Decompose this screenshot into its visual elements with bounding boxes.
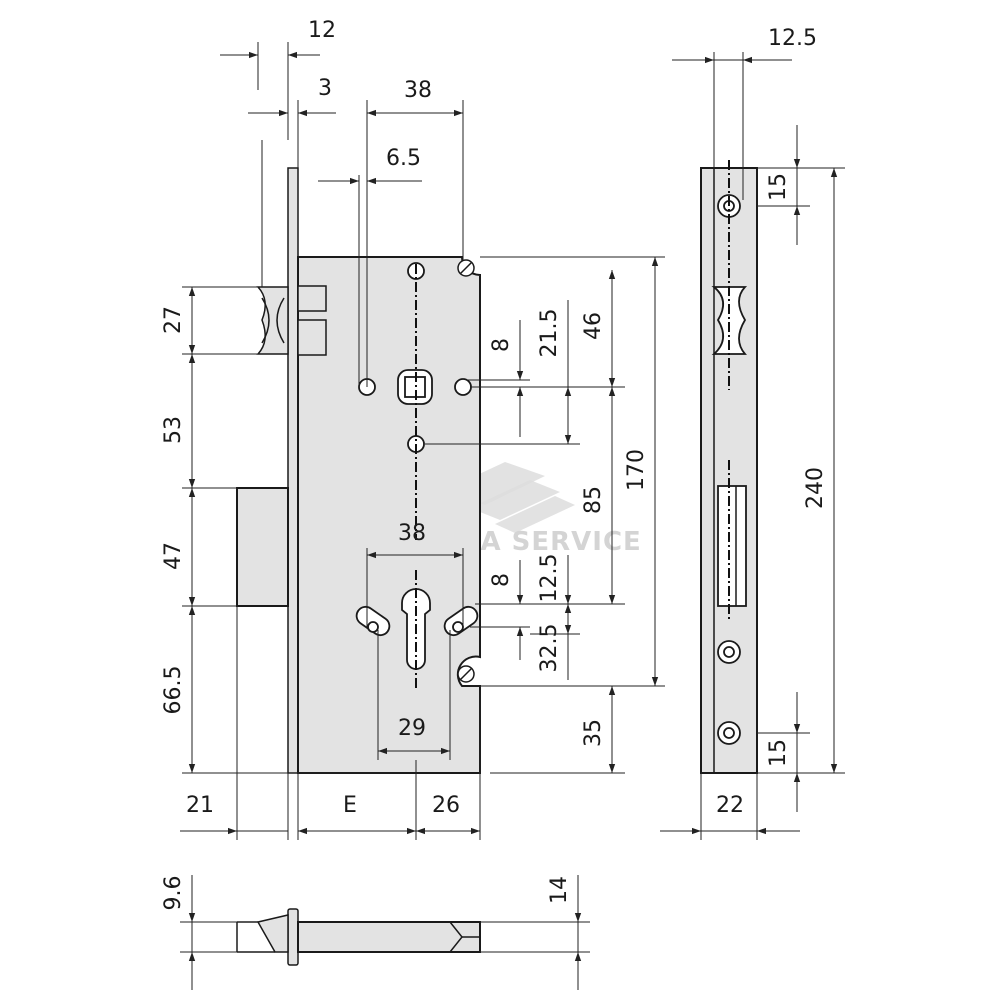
dim-46-label: 46 bbox=[581, 312, 606, 340]
bottom-faceplate bbox=[287, 908, 299, 966]
dim-38-top-label: 38 bbox=[404, 78, 432, 103]
faceplate-screw-bottom-inner bbox=[723, 727, 735, 739]
faceplate-screw-mid-inner bbox=[723, 646, 735, 658]
bottom-view-dimensions: 9.6 14 bbox=[161, 875, 590, 990]
hole-right bbox=[454, 378, 472, 396]
bottom-latch bbox=[256, 914, 289, 953]
lock-bottom-view bbox=[236, 908, 481, 966]
dim-26-label: 26 bbox=[432, 793, 460, 818]
forend-plate bbox=[287, 167, 299, 774]
latch-tail-upper bbox=[297, 285, 327, 312]
dim-35-label: 35 bbox=[581, 719, 606, 747]
dim-15-bottom-label: 15 bbox=[766, 739, 791, 767]
dim-85-label: 85 bbox=[581, 486, 606, 514]
dim-66-5-label: 66.5 bbox=[161, 666, 186, 715]
dim-240-label: 240 bbox=[803, 467, 828, 509]
faceplate-bolt-window bbox=[717, 485, 747, 607]
dim-47-label: 47 bbox=[161, 542, 186, 570]
dim-E-label: E bbox=[343, 793, 357, 818]
faceplate-latch-window bbox=[711, 286, 748, 355]
dim-29-label: 29 bbox=[398, 716, 426, 741]
slot-left-pin bbox=[367, 621, 379, 633]
dim-14-label: 14 bbox=[547, 876, 572, 904]
dim-21-5-label: 21.5 bbox=[537, 309, 562, 358]
dim-38-cyl-label: 38 bbox=[398, 521, 426, 546]
dim-6-5-label: 6.5 bbox=[386, 146, 421, 171]
latch-tail-lower bbox=[297, 319, 327, 356]
dim-9-6-label: 9.6 bbox=[161, 876, 186, 911]
lock-side-view bbox=[700, 160, 758, 774]
dim-22-label: 22 bbox=[716, 793, 744, 818]
dim-53-label: 53 bbox=[161, 416, 186, 444]
latch-bolt bbox=[256, 286, 289, 355]
dim-170-label: 170 bbox=[624, 449, 649, 491]
dim-12-label: 12 bbox=[308, 18, 336, 43]
dim-32-5-label: 32.5 bbox=[537, 624, 562, 673]
front-view-dimensions: 12 3 38 6.5 27 53 47 66.5 bbox=[161, 18, 665, 840]
dim-3-label: 3 bbox=[318, 76, 332, 101]
lock-front-view bbox=[236, 140, 481, 840]
slot-right-pin bbox=[452, 621, 464, 633]
dim-27-label: 27 bbox=[161, 306, 186, 334]
dim-12-5-cyl-label: 12.5 bbox=[537, 554, 562, 603]
dim-21-label: 21 bbox=[186, 793, 214, 818]
deadbolt bbox=[236, 487, 289, 607]
side-view-dimensions: 12.5 240 15 15 22 bbox=[660, 26, 845, 840]
dim-8-cyl-label: 8 bbox=[489, 573, 514, 587]
dim-15-top-label: 15 bbox=[766, 173, 791, 201]
dim-12-5-side-label: 12.5 bbox=[768, 26, 817, 51]
dim-8-top-label: 8 bbox=[489, 338, 514, 352]
